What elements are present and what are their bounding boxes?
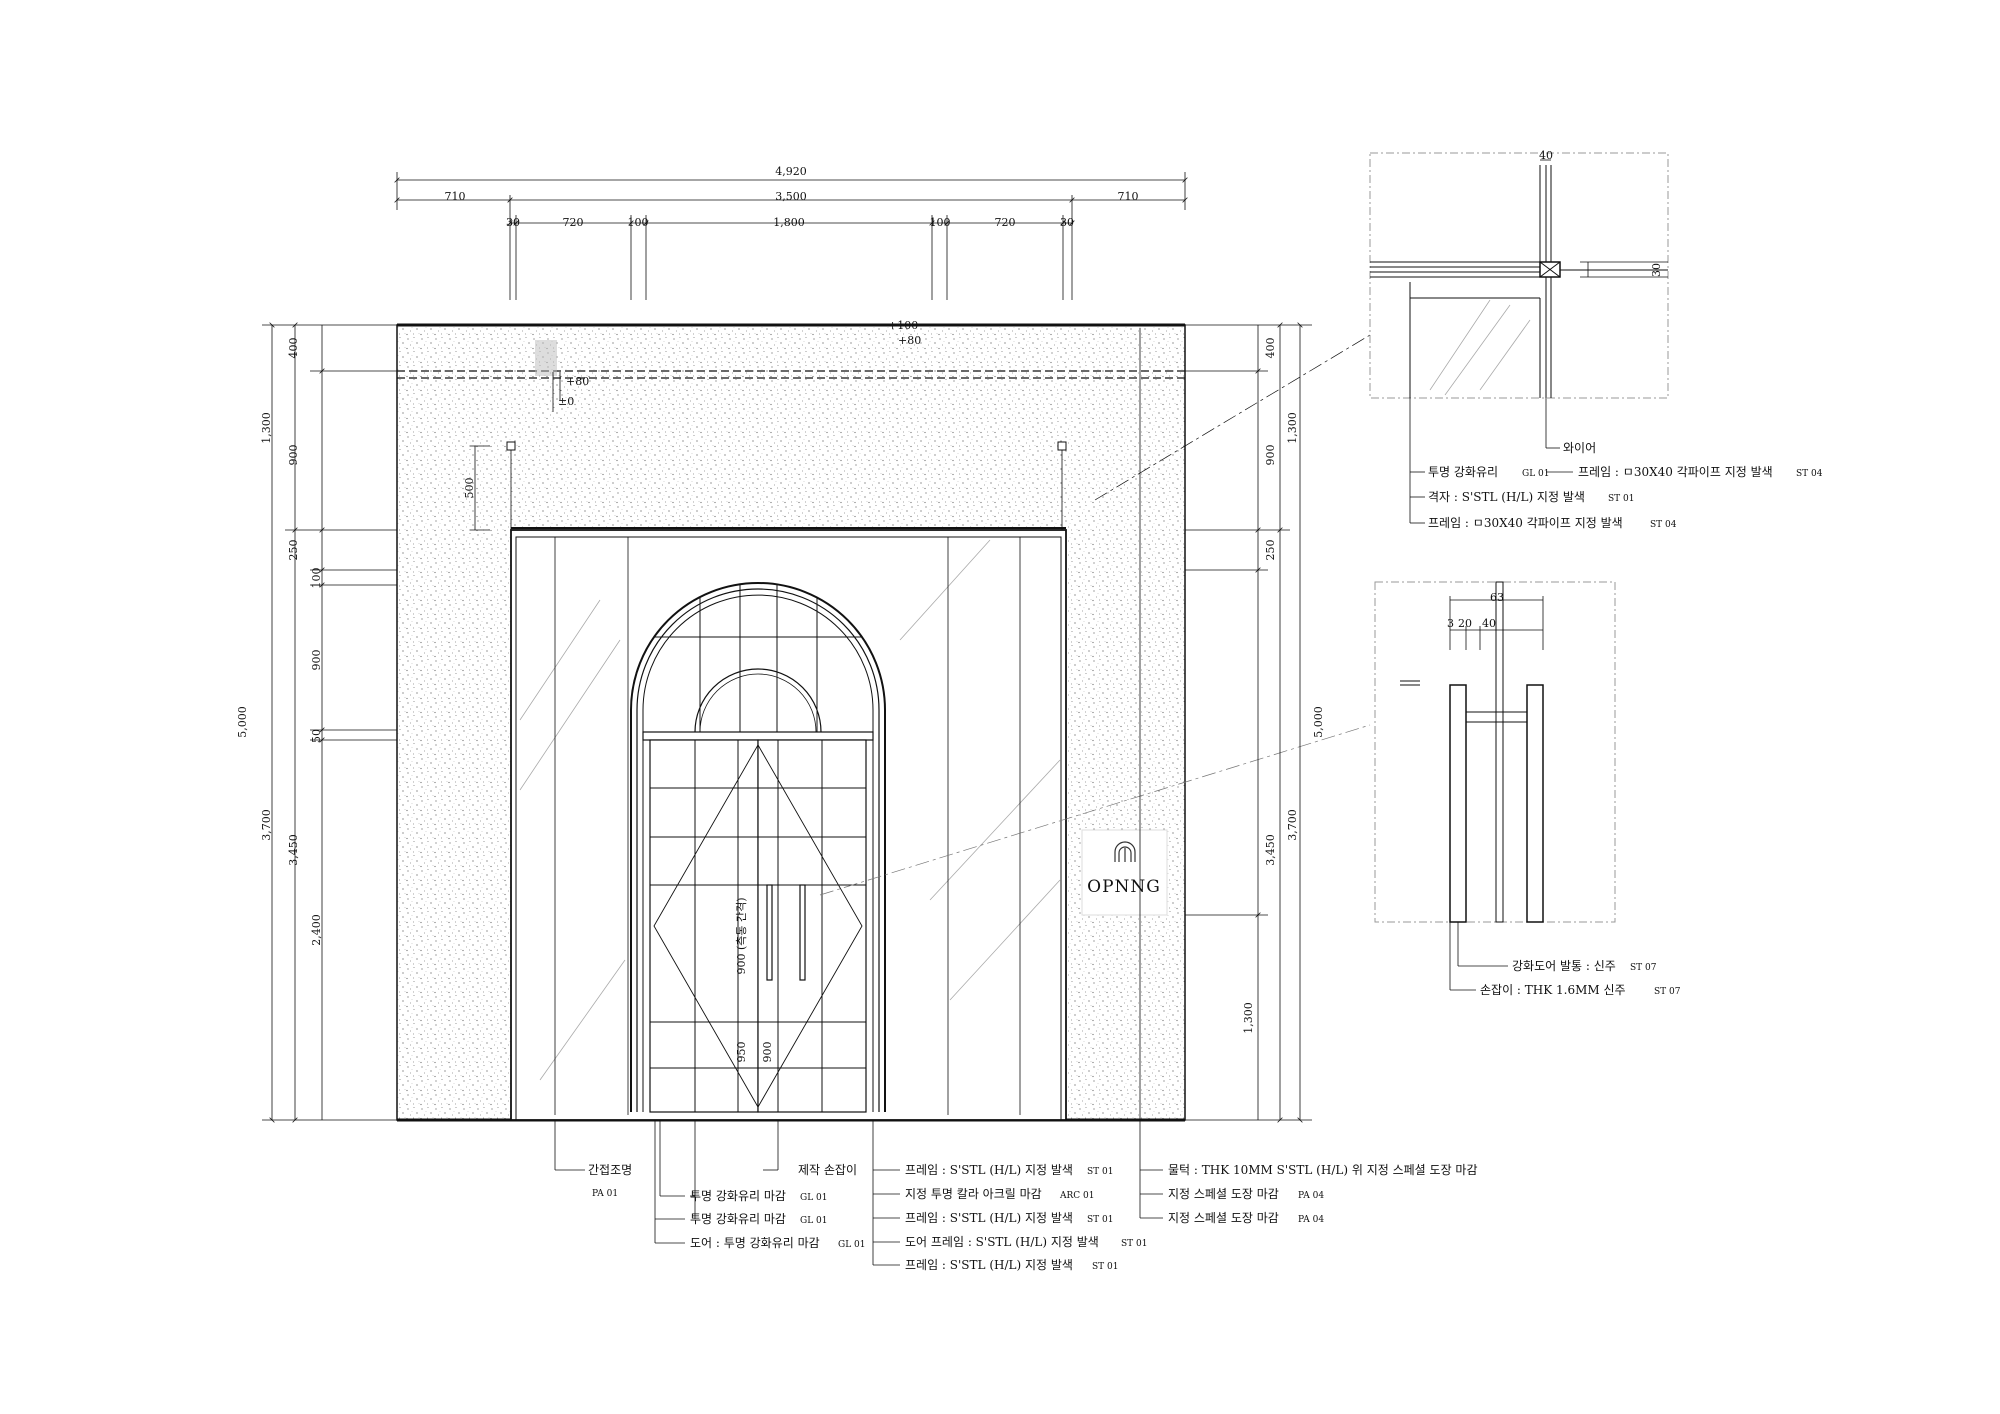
callout-custom-handle: 제작 손잡이 <box>798 1163 857 1177</box>
dim-left-400: 400 <box>287 338 300 359</box>
callout-lines <box>819 334 1371 896</box>
detail-top-label-glass: 투명 강화유리 <box>1428 465 1498 479</box>
detail-top-label-frame-b: 프레임 : ㅁ30X40 각파이프 지정 발색 <box>1428 516 1623 530</box>
arch-logo-icon <box>1114 841 1136 862</box>
level-zero: ±0 <box>558 395 574 408</box>
detail-bottom-dim-3: 3 <box>1447 617 1454 630</box>
detail-bottom-tag-hinge: ST 07 <box>1630 963 1657 973</box>
detail-handle-section <box>1374 581 1616 923</box>
detail-bottom-label-handle: 손잡이 : THK 1.6MM 신주 <box>1480 983 1626 997</box>
dim-overall-width: 4,920 <box>775 165 807 178</box>
bottom-leaders <box>554 328 1163 1266</box>
dim-right-900: 900 <box>1264 445 1277 466</box>
detail-top-tag-frame-b: ST 04 <box>1650 520 1677 530</box>
level-marker <box>535 340 561 412</box>
callout-door-frame: 도어 프레임 : S'STL (H/L) 지정 발색 <box>905 1235 1099 1249</box>
callout-frame-2-tag: ST 01 <box>1087 1215 1113 1225</box>
dim-left-1300: 1,300 <box>260 412 273 444</box>
detail-top-label-wire: 와이어 <box>1563 441 1596 455</box>
callout-indirect-light: 간접조명 <box>588 1163 632 1177</box>
dim-center-width: 3,500 <box>775 190 807 203</box>
dim-right-3450: 3,450 <box>1264 834 1277 866</box>
detail-top-tag-grid: ST 01 <box>1608 494 1634 504</box>
detail-top-dim-40: 40 <box>1539 149 1553 162</box>
dim-left-900: 900 <box>287 445 300 466</box>
dim-seg-5: 100 <box>930 216 951 229</box>
opnng-logo-sign <box>1081 829 1168 916</box>
detail-bottom-label-hinge: 강화도어 발통 : 신주 <box>1512 959 1616 973</box>
level-plus-80-a: +80 <box>898 334 921 347</box>
callout-glass-2-tag: GL 01 <box>800 1216 827 1226</box>
logo-text: OPNNG <box>1087 877 1161 897</box>
callout-glass-2: 투명 강화유리 마감 <box>690 1212 786 1226</box>
dim-right-1300b: 1,300 <box>1242 1002 1255 1034</box>
callout-door-frame-tag: ST 01 <box>1121 1239 1147 1249</box>
pendant-light-left <box>506 441 516 530</box>
dim-right-3700: 3,700 <box>1286 809 1299 841</box>
detail-bottom-leaders <box>1449 922 1508 991</box>
dim-right-400: 400 <box>1264 338 1277 359</box>
callout-paint-1: 지정 스페셜 도장 마감 <box>1168 1187 1279 1201</box>
detail-top-label-grid: 격자 : S'STL (H/L) 지정 발색 <box>1428 490 1585 504</box>
dim-left-2400: 2,400 <box>310 914 323 946</box>
callout-frame-3: 프레임 : S'STL (H/L) 지정 발색 <box>905 1258 1073 1272</box>
callout-frame-1-tag: ST 01 <box>1087 1167 1113 1177</box>
callout-acrylic-tag: ARC 01 <box>1059 1191 1094 1201</box>
level-plus-80-b: +80 <box>566 375 589 388</box>
dim-right-overall: 5,000 <box>1312 706 1325 738</box>
detail-top-leaders <box>1409 398 1573 524</box>
detail-bottom-dim-40: 40 <box>1482 617 1496 630</box>
pendant-light-right <box>1057 441 1067 530</box>
dim-pendant-500: 500 <box>463 478 476 499</box>
dim-seg-4: 1,800 <box>773 216 805 229</box>
dim-seg-6: 720 <box>995 216 1016 229</box>
detail-glazing-top <box>1369 152 1669 399</box>
callout-glass-1: 투명 강화유리 마감 <box>690 1189 786 1203</box>
dim-seg-7: 30 <box>1060 216 1074 229</box>
callout-door-glass-tag: GL 01 <box>838 1240 865 1250</box>
dim-left-900b: 900 <box>310 650 323 671</box>
dim-left-100: 100 <box>310 568 323 589</box>
top-dimensions <box>394 172 1188 300</box>
dim-seg-2: 720 <box>563 216 584 229</box>
callout-glass-1-tag: GL 01 <box>800 1193 827 1203</box>
callout-indirect-light-tag: PA 01 <box>592 1189 618 1199</box>
callout-paint-1-tag: PA 04 <box>1298 1191 1324 1201</box>
dim-right-250: 250 <box>1264 540 1277 561</box>
dim-left-3700: 3,700 <box>260 809 273 841</box>
callout-frame-2: 프레임 : S'STL (H/L) 지정 발색 <box>905 1211 1073 1225</box>
detail-top-tag-frame-a: ST 04 <box>1796 469 1823 479</box>
detail-bottom-tag-handle: ST 07 <box>1654 987 1681 997</box>
detail-top-label-frame-a: 프레임 : ㅁ30X40 각파이프 지정 발색 <box>1578 465 1773 479</box>
dim-left-50: 50 <box>310 729 323 743</box>
dim-seg-1: 30 <box>506 216 520 229</box>
dim-left-250: 250 <box>287 540 300 561</box>
detail-bottom-dim-63: 63 <box>1490 591 1504 604</box>
left-dimensions <box>262 325 490 1120</box>
callout-water-stop: 물턱 : THK 10MM S'STL (H/L) 위 지정 스페셜 도장 마감 <box>1168 1163 1478 1177</box>
dim-900: 900 <box>761 1042 774 1063</box>
right-dimensions <box>1185 325 1312 1120</box>
dim-handle-height: 900 (측통 간격) <box>735 897 748 974</box>
callout-paint-2: 지정 스페셜 도장 마감 <box>1168 1211 1279 1225</box>
dim-950: 950 <box>735 1042 748 1063</box>
callout-frame-1: 프레임 : S'STL (H/L) 지정 발색 <box>905 1163 1073 1177</box>
detail-top-dim-30: 30 <box>1650 263 1663 277</box>
callout-acrylic: 지정 투명 칼라 아크릴 마감 <box>905 1187 1042 1201</box>
dim-seg-3: 100 <box>628 216 649 229</box>
detail-bottom-dim-20: 20 <box>1458 617 1472 630</box>
detail-top-tag-glass: GL 01 <box>1522 469 1549 479</box>
callout-door-glass: 도어 : 투명 강화유리 마감 <box>690 1236 820 1250</box>
dim-side-left: 710 <box>445 190 466 203</box>
dim-side-right: 710 <box>1118 190 1139 203</box>
dim-left-3450: 3,450 <box>287 834 300 866</box>
callout-paint-2-tag: PA 04 <box>1298 1215 1324 1225</box>
arch-door <box>630 582 886 1113</box>
callout-frame-3-tag: ST 01 <box>1092 1262 1118 1272</box>
dim-left-overall: 5,000 <box>236 706 249 738</box>
dim-right-1300: 1,300 <box>1286 412 1299 444</box>
level-plus-100: +100 <box>888 319 918 332</box>
